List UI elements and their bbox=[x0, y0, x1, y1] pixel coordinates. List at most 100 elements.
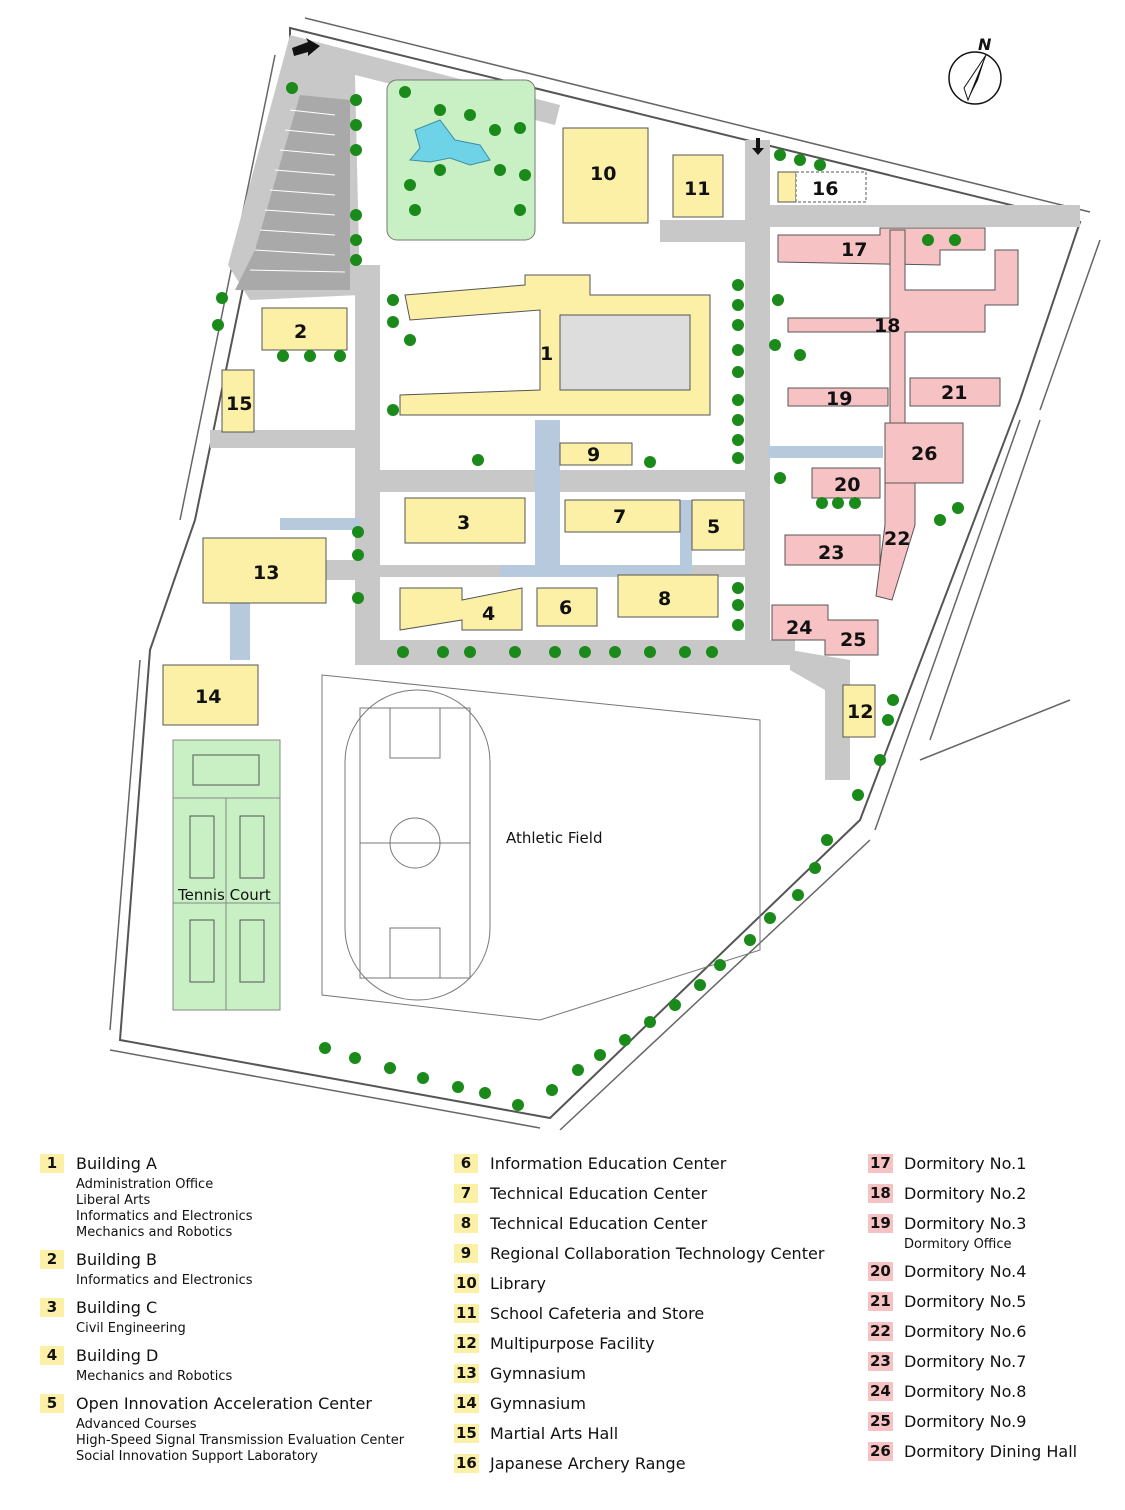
map-label-22[interactable]: 22 bbox=[884, 528, 910, 550]
legend-number-badge: 1 bbox=[40, 1154, 64, 1173]
map-label-19[interactable]: 19 bbox=[826, 388, 852, 410]
map-label-9[interactable]: 9 bbox=[587, 444, 600, 466]
tree-icon bbox=[732, 434, 744, 446]
map-label-6[interactable]: 6 bbox=[559, 597, 572, 619]
map-label-3[interactable]: 3 bbox=[457, 512, 470, 534]
trees bbox=[212, 82, 964, 1111]
map-label-2[interactable]: 2 bbox=[294, 321, 307, 343]
tree-icon bbox=[732, 599, 744, 611]
tennis-court-label: Tennis Court bbox=[177, 886, 271, 904]
tree-icon bbox=[350, 94, 362, 106]
tree-icon bbox=[772, 294, 784, 306]
building-16-range bbox=[795, 171, 867, 203]
map-label-11[interactable]: 11 bbox=[684, 178, 710, 200]
legend-number-badge: 7 bbox=[454, 1184, 478, 1203]
tree-icon bbox=[494, 164, 506, 176]
tree-icon bbox=[399, 86, 411, 98]
tree-icon bbox=[694, 979, 706, 991]
tree-icon bbox=[794, 154, 806, 166]
tree-icon bbox=[922, 234, 934, 246]
legend-item-label: Martial Arts Hall bbox=[490, 1424, 619, 1443]
map-label-18[interactable]: 18 bbox=[874, 315, 900, 337]
tree-icon bbox=[514, 122, 526, 134]
map-label-5[interactable]: 5 bbox=[707, 516, 720, 538]
map-label-8[interactable]: 8 bbox=[658, 588, 671, 610]
tree-icon bbox=[350, 119, 362, 131]
legend-item-detail-line: Advanced Courses bbox=[76, 1417, 197, 1432]
map-label-12[interactable]: 12 bbox=[847, 701, 873, 723]
building-labels: 1 2 3 4 5 6 7 8 9 10 11 12 13 14 15 16 1… bbox=[195, 163, 967, 723]
legend-item-detail-line: Mechanics and Robotics bbox=[76, 1225, 233, 1240]
tree-icon bbox=[669, 999, 681, 1011]
tree-icon bbox=[572, 1064, 584, 1076]
legend-item-7[interactable]: 7 Technical Education Center bbox=[454, 1183, 854, 1205]
map-label-4[interactable]: 4 bbox=[482, 603, 495, 625]
map-label-15[interactable]: 15 bbox=[226, 393, 252, 415]
legend-number-badge: 26 bbox=[868, 1442, 893, 1461]
map-label-24[interactable]: 24 bbox=[786, 617, 812, 639]
map-label-14[interactable]: 14 bbox=[195, 686, 221, 708]
building-shape-21 bbox=[909, 377, 1001, 407]
building-shape-19 bbox=[787, 387, 889, 407]
legend-item-details: Mechanics and Robotics bbox=[76, 1369, 460, 1385]
building-shape-6 bbox=[536, 587, 598, 627]
map-label-1[interactable]: 1 bbox=[540, 343, 553, 365]
legend-item-detail-line: Civil Engineering bbox=[76, 1321, 186, 1336]
map-label-26[interactable]: 26 bbox=[911, 443, 937, 465]
map-label-23[interactable]: 23 bbox=[818, 542, 844, 564]
tree-icon bbox=[352, 526, 364, 538]
map-label-7[interactable]: 7 bbox=[613, 506, 626, 528]
legend-item-label: Regional Collaboration Technology Center bbox=[490, 1244, 825, 1263]
map-label-13[interactable]: 13 bbox=[253, 562, 279, 584]
map-label-16[interactable]: 16 bbox=[812, 178, 838, 200]
tree-icon bbox=[352, 592, 364, 604]
legend-item-label: Dormitory No.7 bbox=[904, 1352, 1027, 1371]
legend-item-14[interactable]: 14 Gymnasium bbox=[454, 1393, 854, 1415]
map-label-21[interactable]: 21 bbox=[941, 382, 967, 404]
tree-icon bbox=[882, 714, 894, 726]
legend-item-3[interactable]: 3 Building C Civil Engineering bbox=[40, 1297, 460, 1337]
legend-number-badge: 3 bbox=[40, 1298, 64, 1317]
legend-item-details: Civil Engineering bbox=[76, 1321, 460, 1337]
map-label-17[interactable]: 17 bbox=[841, 239, 867, 261]
map-label-25[interactable]: 25 bbox=[840, 629, 866, 651]
legend-number-badge: 14 bbox=[454, 1394, 479, 1413]
tree-icon bbox=[952, 502, 964, 514]
legend-item-label: Dormitory No.5 bbox=[904, 1292, 1027, 1311]
building-shape-12 bbox=[842, 684, 876, 738]
legend-item-label: Technical Education Center bbox=[490, 1184, 708, 1203]
tree-icon bbox=[409, 204, 421, 216]
building-shape-20 bbox=[811, 467, 881, 499]
legend-item-label: Building D bbox=[76, 1346, 159, 1365]
legend-item-label: Gymnasium bbox=[490, 1394, 586, 1413]
map-label-10[interactable]: 10 bbox=[590, 163, 616, 185]
legend-item-label: Building C bbox=[76, 1298, 158, 1317]
tree-icon bbox=[549, 646, 561, 658]
map-label-20[interactable]: 20 bbox=[834, 474, 860, 496]
tree-icon bbox=[514, 204, 526, 216]
